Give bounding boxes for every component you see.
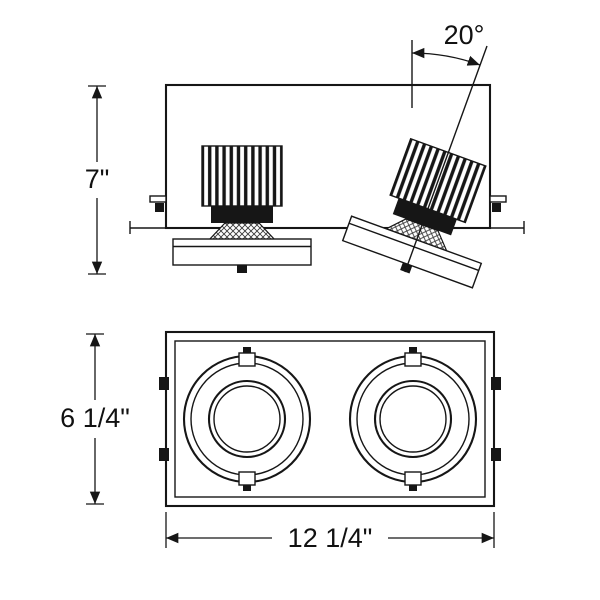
- lamp-aperture-right: [348, 347, 478, 491]
- lens-ring-outer: [207, 379, 287, 459]
- tilt-angle-label: 20°: [444, 20, 485, 50]
- lens-ring-inner: [379, 385, 447, 453]
- tilted-axis-line: [404, 45, 488, 273]
- gimbal-pivot-top: [238, 352, 256, 367]
- face-frame-outer: [164, 330, 496, 508]
- trim-plate: [172, 238, 312, 266]
- dimension-face-height: 6 1/4": [48, 333, 142, 505]
- lens-ring-outer: [373, 379, 453, 459]
- lamp-module-vertical: [172, 145, 312, 273]
- angle-arc: [411, 47, 481, 66]
- heatsink-fins: [201, 145, 283, 207]
- trim-tab: [237, 265, 247, 273]
- side-elevation-view: 20° 7": [80, 20, 525, 289]
- housing-box-outline: [164, 83, 492, 230]
- dimension-face-width: 12 1/4": [165, 512, 495, 556]
- face-width-label: 12 1/4": [288, 523, 373, 553]
- lamp-base: [211, 206, 273, 223]
- lamp-aperture-left: [182, 347, 312, 491]
- frame-clips: [159, 377, 501, 461]
- ceiling-line: [129, 221, 525, 234]
- face-height-label: 6 1/4": [60, 403, 130, 433]
- gimbal-pivot-bottom: [404, 471, 422, 486]
- bottom-view: 6 1/4" 12 1/4": [48, 330, 501, 556]
- housing-height-label: 7": [85, 164, 110, 194]
- gimbal-pivot-bottom: [238, 471, 256, 486]
- mounting-bracket-left: [149, 195, 167, 212]
- lens-ring-inner: [213, 385, 281, 453]
- face-frame-inner: [174, 340, 486, 498]
- mounting-bracket-right: [489, 195, 507, 212]
- gimbal-pivot-top: [404, 352, 422, 367]
- dimension-housing-height: 7": [80, 85, 116, 275]
- lamp-module-tilted: [341, 137, 487, 289]
- tilt-angle-annotation: 20°: [404, 20, 488, 273]
